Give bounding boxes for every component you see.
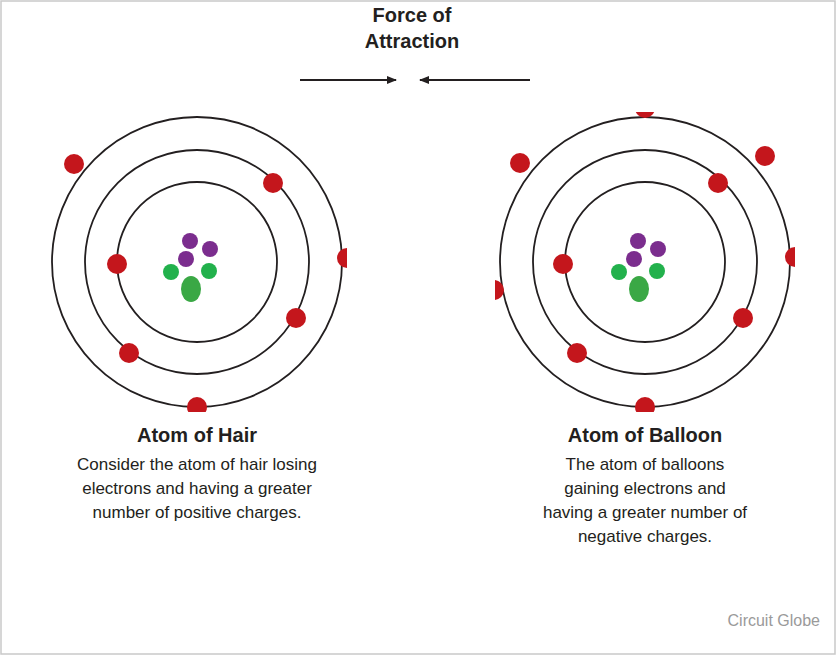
electron bbox=[495, 280, 504, 300]
electron-shell bbox=[565, 182, 725, 342]
atom-node: Atom of BalloonThe atom of balloons gain… bbox=[495, 112, 795, 549]
electron-shell bbox=[500, 117, 790, 407]
atom-illustration bbox=[47, 112, 347, 412]
electron bbox=[107, 254, 127, 274]
atom-heading: Atom of Hair bbox=[47, 422, 347, 448]
neutron bbox=[163, 264, 179, 280]
electron-shell bbox=[52, 117, 342, 407]
electron bbox=[119, 343, 139, 363]
electron-shell bbox=[533, 150, 757, 374]
electron bbox=[64, 154, 84, 174]
neutron bbox=[611, 264, 627, 280]
electron bbox=[635, 112, 655, 118]
neutron bbox=[629, 276, 649, 302]
atom-heading: Atom of Balloon bbox=[495, 422, 795, 448]
electron bbox=[187, 397, 207, 412]
electron bbox=[785, 247, 795, 267]
proton bbox=[630, 233, 646, 249]
electron bbox=[708, 173, 728, 193]
title: Force of Attraction bbox=[347, 2, 477, 54]
electron bbox=[733, 308, 753, 328]
electron bbox=[553, 254, 573, 274]
electron bbox=[567, 343, 587, 363]
electron bbox=[635, 397, 655, 412]
electron bbox=[337, 248, 347, 268]
proton bbox=[626, 251, 642, 267]
watermark: Circuit Globe bbox=[728, 612, 820, 630]
force-arrow bbox=[420, 79, 530, 81]
neutron bbox=[649, 263, 665, 279]
electron-shell bbox=[85, 150, 309, 374]
proton bbox=[650, 241, 666, 257]
electron bbox=[263, 173, 283, 193]
atom-description: Consider the atom of hair losing electro… bbox=[75, 453, 320, 525]
atom-node: Atom of HairConsider the atom of hair lo… bbox=[47, 112, 347, 525]
proton bbox=[202, 241, 218, 257]
neutron bbox=[181, 276, 201, 302]
electron-shell bbox=[117, 182, 277, 342]
proton bbox=[182, 233, 198, 249]
atom-illustration bbox=[495, 112, 795, 412]
neutron bbox=[201, 263, 217, 279]
electron bbox=[286, 308, 306, 328]
force-arrow bbox=[300, 79, 396, 81]
electron bbox=[510, 153, 530, 173]
atom-description: The atom of balloons gaining electrons a… bbox=[539, 453, 751, 549]
proton bbox=[178, 251, 194, 267]
electron bbox=[755, 146, 775, 166]
